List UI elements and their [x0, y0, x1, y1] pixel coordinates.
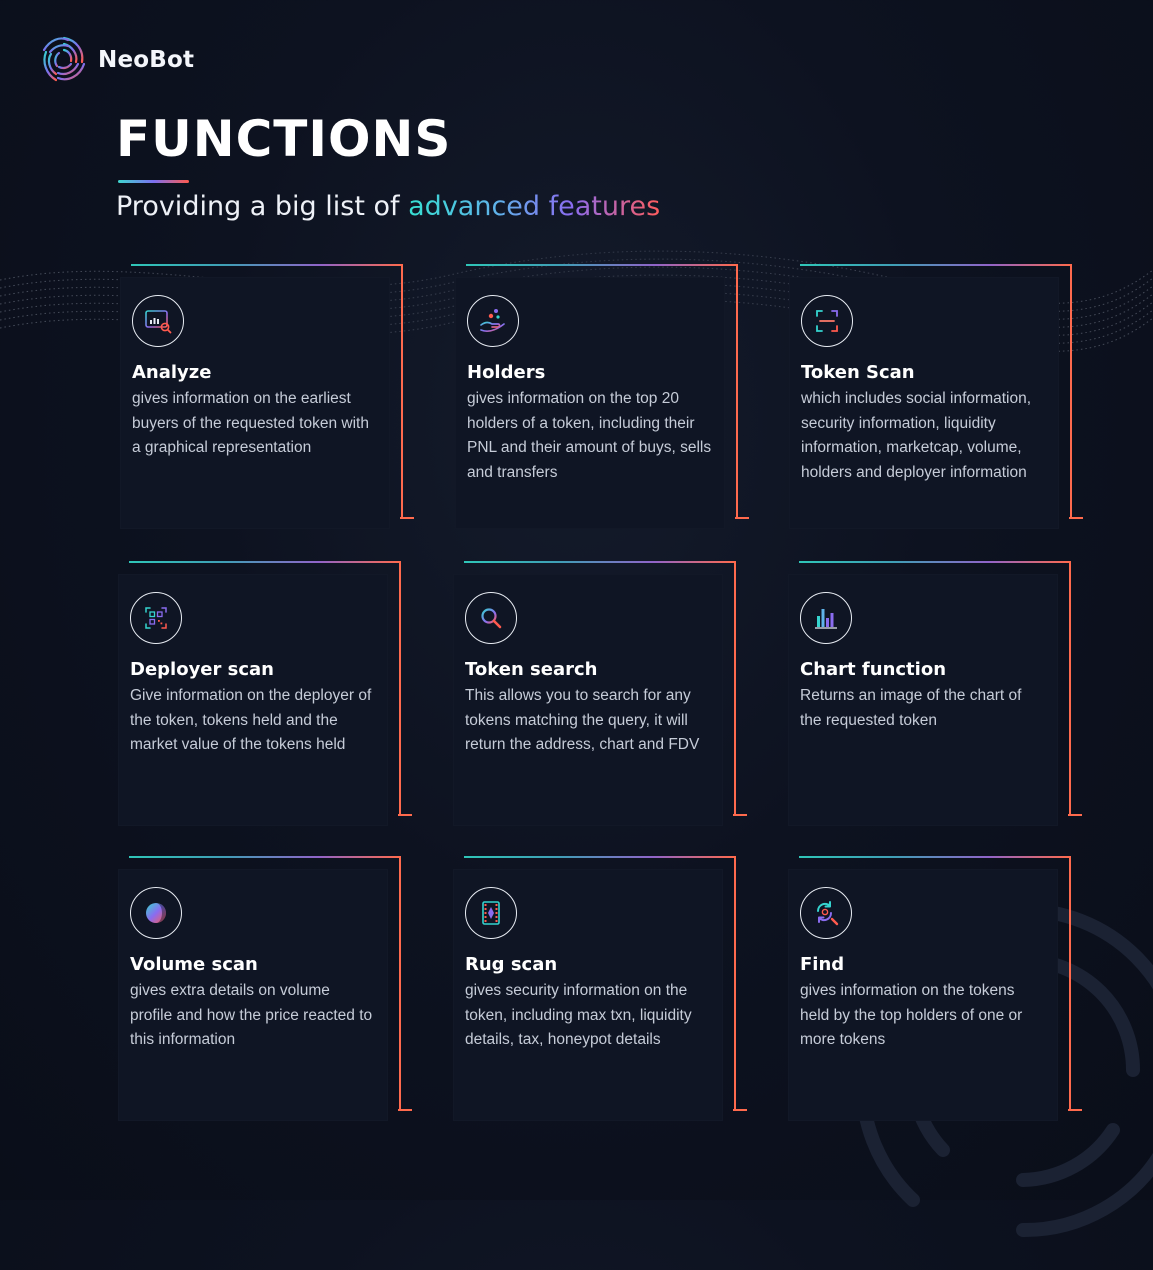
title-underline: [118, 180, 189, 183]
analytics-browser-icon: [132, 295, 184, 347]
feature-grid: Analyze gives information on the earlies…: [118, 264, 1083, 1121]
feature-title: Rug scan: [465, 954, 558, 975]
feature-description: Returns an image of the chart of the req…: [800, 687, 1022, 729]
search-icon: [465, 592, 517, 644]
feature-description: gives security information on the token,…: [465, 982, 692, 1049]
feature-card-rug-scan[interactable]: Rug scan gives security information on t…: [453, 856, 747, 1121]
card-body: Token search This allows you to search f…: [453, 574, 723, 826]
subtitle-highlight: advanced features: [408, 191, 661, 222]
feature-description: gives extra details on volume profile an…: [130, 982, 373, 1049]
card-body: Analyze gives information on the earlies…: [120, 277, 390, 529]
feature-description: gives information on the top 20 holders …: [467, 390, 712, 481]
card-body: Token Scan which includes social informa…: [789, 277, 1059, 529]
brand-name: NeoBot: [98, 47, 195, 73]
qr-scan-icon: [130, 592, 182, 644]
card-body: Holders gives information on the top 20 …: [455, 277, 725, 529]
brand[interactable]: NeoBot: [38, 34, 194, 86]
shield-film-icon: [465, 887, 517, 939]
card-body: Find gives information on the tokens hel…: [788, 869, 1058, 1121]
card-body: Volume scan gives extra details on volum…: [118, 869, 388, 1121]
feature-title: Deployer scan: [130, 659, 274, 680]
page-subtitle: Providing a big list of advanced feature…: [116, 190, 660, 224]
feature-title: Holders: [467, 362, 546, 383]
feature-card-chart-function[interactable]: Chart function Returns an image of the c…: [788, 561, 1082, 826]
subtitle-prefix: Providing a big list of: [116, 191, 400, 222]
feature-card-token-search[interactable]: Token search This allows you to search f…: [453, 561, 747, 826]
spiral-logo-icon: [42, 36, 86, 82]
feature-title: Volume scan: [130, 954, 258, 975]
feature-card-analyze[interactable]: Analyze gives information on the earlies…: [120, 264, 414, 529]
feature-card-find[interactable]: Find gives information on the tokens hel…: [788, 856, 1082, 1121]
feature-card-holders[interactable]: Holders gives information on the top 20 …: [455, 264, 749, 529]
page: NeoBot FUNCTIONS Providing a big list of…: [0, 34, 1153, 1238]
feature-description: This allows you to search for any tokens…: [465, 687, 700, 754]
card-body: Deployer scan Give information on the de…: [118, 574, 388, 826]
feature-card-volume-scan[interactable]: Volume scan gives extra details on volum…: [118, 856, 412, 1121]
scan-frame-icon: [801, 295, 853, 347]
feature-title: Analyze: [132, 362, 212, 383]
hand-coins-icon: [467, 295, 519, 347]
feature-title: Token search: [465, 659, 598, 680]
feature-description: gives information on the tokens held by …: [800, 982, 1023, 1049]
page-title: FUNCTIONS: [116, 110, 452, 168]
card-body: Chart function Returns an image of the c…: [788, 574, 1058, 826]
card-body: Rug scan gives security information on t…: [453, 869, 723, 1121]
feature-description: gives information on the earliest buyers…: [132, 390, 369, 457]
feature-description: Give information on the deployer of the …: [130, 687, 372, 754]
refresh-search-icon: [800, 887, 852, 939]
feature-card-token-scan[interactable]: Token Scan which includes social informa…: [789, 264, 1083, 529]
feature-title: Chart function: [800, 659, 947, 680]
feature-card-deployer-scan[interactable]: Deployer scan Give information on the de…: [118, 561, 412, 826]
feature-title: Token Scan: [801, 362, 915, 383]
feature-description: which includes social information, secur…: [801, 390, 1032, 481]
feature-title: Find: [800, 954, 845, 975]
volume-orb-icon: [130, 887, 182, 939]
bar-chart-icon: [800, 592, 852, 644]
